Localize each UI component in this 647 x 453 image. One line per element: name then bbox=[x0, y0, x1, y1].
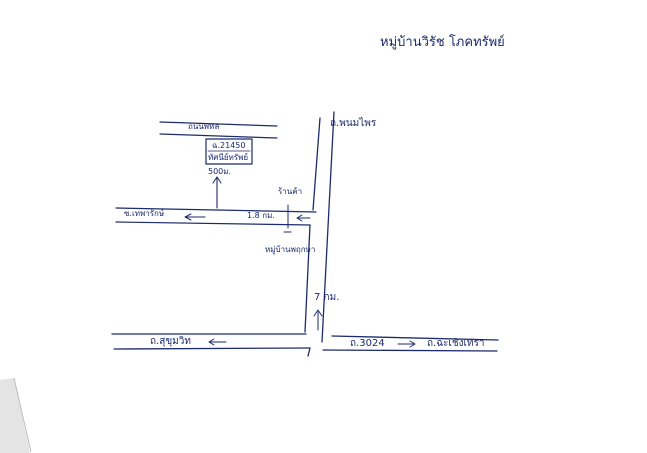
page-fold-edge bbox=[13, 377, 32, 453]
bottom-road bbox=[111, 333, 499, 357]
soi-road bbox=[115, 207, 317, 226]
soi-arrow-left bbox=[184, 213, 206, 221]
chachoengsao-label: ถ.ฉะเชิงเทรา bbox=[427, 338, 485, 349]
main-road-arrow-up bbox=[313, 309, 323, 331]
plot-arrow bbox=[212, 176, 222, 209]
sukhumvit-label: ถ.สุขุมวิท bbox=[150, 336, 191, 347]
soi-label: ซ.เทพารักษ์ bbox=[124, 209, 165, 218]
plot-number-label: ฉ.21450 bbox=[212, 141, 246, 150]
main-distance-label: 7 กม. bbox=[314, 292, 340, 303]
soi-arrow-near-junction bbox=[296, 214, 311, 222]
chachoengsao-arrow bbox=[397, 340, 416, 348]
plot-name-label: ทัศนีย์ทรัพย์ bbox=[208, 153, 249, 162]
route-number-label: ถ.3024 bbox=[350, 338, 385, 349]
plot-distance-label: 500ม. bbox=[208, 167, 232, 176]
landmark-label: หมู่บ้านพฤกษา bbox=[265, 245, 316, 254]
top-road-label: ถนนพหล bbox=[188, 122, 220, 131]
map-title: หมู่บ้านวิรัช โภคทรัพย์ bbox=[380, 35, 505, 50]
shop-label: ร้านค้า bbox=[278, 187, 303, 196]
page-fold-shadow bbox=[0, 378, 30, 453]
north-road-label: ถ.พนมไพร bbox=[330, 118, 377, 129]
shop-marker bbox=[283, 204, 292, 233]
plot-box bbox=[205, 138, 253, 165]
sukhumvit-arrow bbox=[208, 338, 227, 346]
soi-distance-label: 1.8 กม. bbox=[247, 211, 275, 220]
top-road bbox=[159, 121, 278, 139]
main-road bbox=[304, 111, 335, 343]
